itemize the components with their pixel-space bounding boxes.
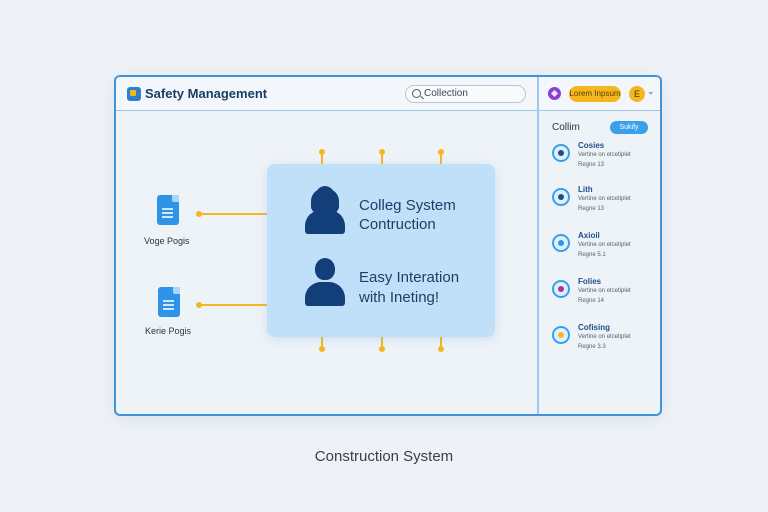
list-item-name: Cofising — [578, 323, 610, 332]
list-item-subtitle: Vertine on etcetiplet — [578, 152, 631, 158]
connector-line — [321, 155, 323, 165]
avatar — [552, 188, 570, 206]
connector-line — [381, 336, 383, 346]
connector-line — [440, 155, 442, 165]
search-icon — [412, 89, 421, 98]
avatar — [552, 144, 570, 162]
search-input[interactable]: Collection — [405, 85, 526, 103]
connector-dot — [196, 211, 202, 217]
connector-dot — [438, 149, 444, 155]
list-item-subtitle: Vertine on etcetiplet — [578, 288, 631, 294]
list-item-meta: Regne 3.3 — [578, 344, 606, 350]
top-bar: Safety Management Collection Lorem Inpsu… — [116, 77, 660, 111]
document-label: Kerie Pogis — [145, 326, 192, 336]
list-item-meta: Regne 5.1 — [578, 252, 606, 258]
panel-divider — [537, 77, 539, 414]
connector-dot — [319, 149, 325, 155]
avatar — [552, 234, 570, 252]
feature-title-1: Colleg System — [359, 197, 456, 214]
list-item[interactable]: Axioil Vertine on etcetiplet Regne 5.1 — [552, 231, 652, 276]
list-item-subtitle: Vertine on etcetiplet — [578, 334, 631, 340]
avatar — [552, 326, 570, 344]
feature-card[interactable]: Colleg System Contruction Easy Interatio… — [267, 164, 495, 337]
app-window: Safety Management Collection Lorem Inpsu… — [114, 75, 662, 416]
connector-line — [202, 213, 302, 215]
feature-title-2: Easy Interation — [359, 269, 460, 286]
list-item-subtitle: Vertine on etcetiplet — [578, 196, 631, 202]
feature-subtitle-1: Contruction — [359, 216, 436, 233]
list-item-name: Cosies — [578, 141, 605, 150]
panel-title: Collim — [552, 122, 580, 133]
connector-dot — [379, 149, 385, 155]
list-item[interactable]: Lith Vertine on etcetiplet Regne 13 — [552, 185, 652, 230]
connector-dot — [196, 302, 202, 308]
logo-icon — [127, 87, 141, 101]
list-item[interactable]: Folies Vertine on etcetiplet Regne 14 — [552, 277, 652, 322]
document-label: Voge Pogis — [144, 236, 190, 246]
search-text: Collection — [424, 88, 468, 99]
list-item-name: Folies — [578, 277, 602, 286]
connector-dot — [379, 346, 385, 352]
panel-action-button[interactable]: Sukify — [610, 121, 648, 134]
list-item-meta: Regne 13 — [578, 162, 605, 168]
list-item-name: Axioil — [578, 231, 600, 240]
list-item[interactable]: Cofising Vertine on etcetiplet Regne 3.3 — [552, 323, 652, 368]
list-item-subtitle: Vertine on etcetiplet — [578, 242, 631, 248]
connector-line — [440, 336, 442, 346]
feature-subtitle-2: with Ineting! — [359, 289, 440, 306]
connector-line — [202, 304, 302, 306]
connector-line — [381, 155, 383, 165]
document-icon — [158, 287, 180, 317]
list-item-meta: Regne 13 — [578, 206, 605, 212]
app-title: Safety Management — [145, 86, 268, 101]
chevron-down-icon[interactable]: ⌄ — [647, 86, 655, 96]
female-user-icon — [305, 186, 345, 234]
connector-line — [321, 336, 323, 346]
connector-dot — [319, 346, 325, 352]
page-caption: Construction System — [314, 448, 454, 465]
avatar — [552, 280, 570, 298]
document-icon — [157, 195, 179, 225]
notification-icon[interactable] — [548, 87, 561, 100]
list-item-meta: Regne 14 — [578, 298, 605, 304]
connector-dot — [438, 346, 444, 352]
status-badge[interactable]: Lorem Inpsum — [569, 86, 621, 102]
user-avatar[interactable]: E — [629, 86, 645, 102]
male-user-icon — [305, 258, 345, 306]
list-item[interactable]: Cosies Vertine on etcetiplet Regne 13 — [552, 141, 652, 186]
list-item-name: Lith — [578, 185, 593, 194]
